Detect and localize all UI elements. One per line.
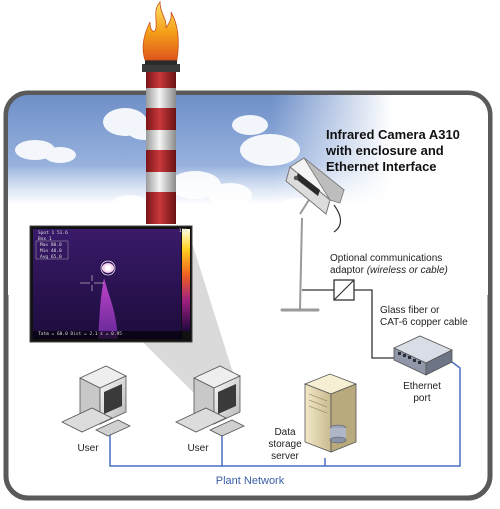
spot-crosshair (80, 275, 104, 291)
camera-title-line1: Infrared Camera A310 (326, 127, 460, 142)
adaptor-label-italic: (wireless or cable) (366, 265, 448, 276)
adaptor-label-line1: Optional communications (330, 253, 443, 264)
ethernet-label-line1: Ethernet (403, 381, 441, 392)
plant-network-label: Plant Network (215, 475, 285, 487)
storage-label-line2: storage (268, 439, 302, 450)
ethernet-port-label: Ethernet port (392, 381, 452, 405)
thermal-scale-top: 130 (179, 229, 188, 234)
plant-frame (3, 90, 493, 501)
communications-adaptor (302, 279, 398, 359)
thermal-spot-readout: Spot 1 51.6 (38, 231, 68, 236)
cable-label-line1: Glass fiber or (380, 305, 440, 316)
storage-label-line1: Data (274, 427, 296, 438)
storage-server-label: Data storage server (262, 427, 308, 463)
storage-label-line3: server (271, 451, 299, 462)
smoke-stack (142, 59, 180, 224)
user-computer-right (175, 365, 245, 437)
thermal-box-label: Box 1 (38, 237, 52, 242)
data-storage-server-icon (303, 373, 358, 453)
ethernet-switch-icon (393, 335, 453, 376)
flare-flame (142, 0, 179, 61)
thermal-image (29, 225, 193, 343)
thermal-min: Min 40.0 (40, 249, 62, 254)
infrared-camera-icon (285, 157, 345, 233)
adaptor-label-line2: adaptor (wireless or cable) (330, 265, 448, 277)
adaptor-label-prefix: adaptor (330, 265, 367, 276)
user-label-left: User (77, 443, 99, 454)
cable-label-line2: CAT-6 copper cable (380, 317, 468, 328)
camera-title-line2: with enclosure and (326, 143, 444, 158)
thermal-footer: Tatm = 68.0 Dist = 2.1 ε = 0.95 (38, 332, 122, 337)
adaptor-label: Optional communications adaptor (wireles… (330, 253, 448, 277)
thermal-avg: Avg 65.0 (40, 255, 62, 260)
user-label-right: User (187, 443, 209, 454)
thermal-max: Max 80.0 (40, 243, 62, 248)
cable-label: Glass fiber or CAT-6 copper cable (380, 305, 468, 329)
ethernet-label-line2: port (413, 393, 431, 404)
user-computer-left (61, 365, 131, 437)
temperature-scale (182, 229, 190, 331)
camera-title-line3: Ethernet Interface (326, 159, 437, 174)
camera-title: Infrared Camera A310 with enclosure and … (326, 127, 460, 175)
